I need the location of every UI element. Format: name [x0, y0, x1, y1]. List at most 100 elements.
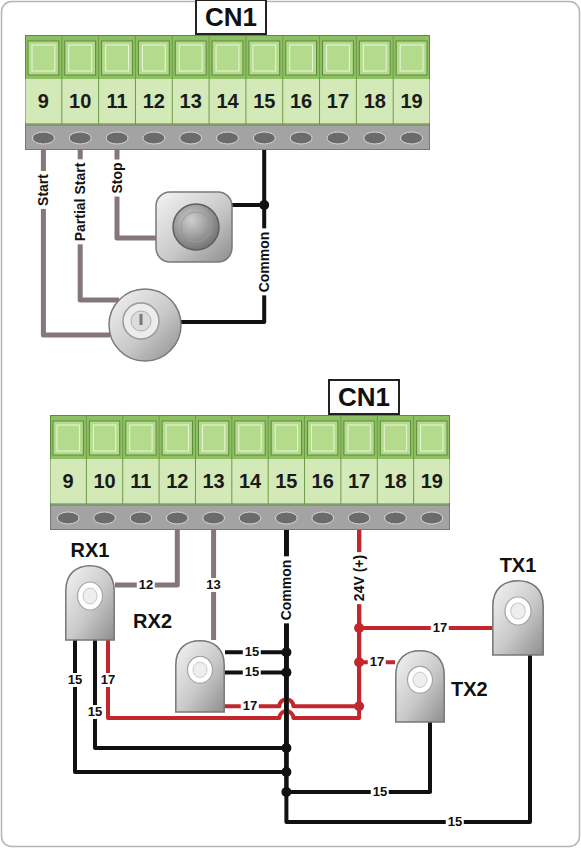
wire-opening — [28, 41, 59, 75]
screw-strip — [26, 125, 430, 150]
wire-opening — [239, 425, 261, 451]
connector-name: CN1 — [338, 382, 390, 412]
wire-opening — [308, 421, 338, 455]
screw-hole — [401, 132, 423, 144]
wire — [115, 530, 177, 585]
screw-hole — [290, 132, 312, 144]
screw-hole — [57, 512, 79, 524]
wire-opening — [235, 421, 265, 455]
photocell-housing — [493, 581, 543, 655]
screw-hole — [203, 512, 225, 524]
terminal-number: 12 — [166, 469, 188, 493]
wire-opening — [344, 421, 374, 455]
connector-label-box: CN1 — [328, 379, 400, 415]
wire — [95, 530, 286, 748]
screw-hole — [275, 512, 297, 524]
terminal-divider — [245, 35, 246, 125]
terminal-divider — [122, 415, 123, 505]
terminal-number: 15 — [275, 469, 297, 493]
junction-dot — [354, 623, 364, 633]
screw-hole — [364, 132, 386, 144]
signal-name: Start — [35, 171, 52, 209]
device-name: RX1 — [71, 539, 110, 561]
terminal-number: 13 — [180, 89, 202, 113]
photocell-body — [175, 640, 225, 712]
wire-number: 17 — [368, 655, 386, 669]
wire-opening — [93, 425, 115, 451]
terminal-divider — [377, 415, 378, 505]
terminal-number: 11 — [106, 89, 127, 113]
screw-hole — [180, 132, 202, 144]
wire-opening — [400, 45, 423, 71]
junction-dot — [281, 767, 291, 777]
junction-dot — [281, 743, 291, 753]
photocell-lens — [188, 656, 213, 683]
wire-opening — [130, 425, 152, 451]
screw-hole — [312, 512, 334, 524]
wire-opening — [57, 425, 79, 451]
terminal-number: 11 — [130, 469, 151, 493]
terminal-number: 9 — [38, 89, 49, 113]
photocell-lens — [78, 582, 103, 610]
terminal-number: 14 — [216, 89, 238, 113]
wire-opening — [275, 425, 297, 451]
wire-opening — [363, 45, 386, 71]
wire-opening — [421, 425, 443, 451]
wire-number: 15 — [446, 815, 464, 829]
screw-hole — [94, 512, 116, 524]
signal-name: Partial Start — [72, 160, 89, 245]
wire-opening — [359, 41, 390, 75]
wire-opening — [89, 421, 119, 455]
wire-number: 15 — [66, 673, 84, 687]
terminal-number: 19 — [400, 89, 422, 113]
wire-opening — [106, 45, 129, 71]
screw-hole — [327, 132, 349, 144]
terminal-divider — [340, 415, 341, 505]
junction-dot — [281, 667, 291, 677]
graphic — [131, 311, 151, 331]
wire-number: 17 — [99, 673, 117, 687]
junction-dot — [281, 787, 291, 797]
terminal-divider — [268, 415, 269, 505]
wire-opening — [142, 45, 165, 71]
screw-hole — [253, 132, 275, 144]
start-wire — [43, 150, 110, 335]
terminal-divider — [172, 35, 173, 125]
terminal-number: 16 — [290, 89, 312, 113]
graphic — [123, 303, 159, 339]
photocell-housing — [396, 651, 444, 722]
terminal-divider — [356, 35, 357, 125]
signal-name: Stop — [109, 159, 126, 196]
screw-hole — [166, 512, 188, 524]
terminal-divider — [195, 415, 196, 505]
wire-opening — [417, 421, 447, 455]
wire — [225, 530, 359, 706]
wire-opening — [138, 41, 169, 75]
terminal-number: 15 — [253, 89, 275, 113]
stop-button — [156, 192, 232, 262]
screw-hole — [421, 512, 443, 524]
terminal-divider — [61, 35, 62, 125]
terminal-number: 18 — [384, 469, 406, 493]
wire-opening — [216, 45, 239, 71]
wire-opening — [69, 45, 92, 71]
terminal-block: 910111213141516171819 — [50, 415, 450, 530]
wire-opening — [384, 425, 406, 451]
photocell-body — [492, 580, 544, 655]
terminal-number: 9 — [63, 469, 74, 493]
terminal-number: 10 — [93, 469, 115, 493]
wire-opening — [175, 41, 206, 75]
terminal-divider — [393, 35, 394, 125]
block-housing — [26, 36, 430, 150]
photocell-lens — [511, 603, 526, 619]
graphic — [156, 192, 232, 262]
terminal-number: 17 — [327, 89, 349, 113]
terminal-divider — [86, 415, 87, 505]
wire — [286, 530, 530, 822]
wire-opening — [396, 41, 427, 75]
photocell-lens — [83, 588, 97, 604]
photocell: TX2 — [395, 650, 445, 722]
terminal-divider — [282, 35, 283, 125]
